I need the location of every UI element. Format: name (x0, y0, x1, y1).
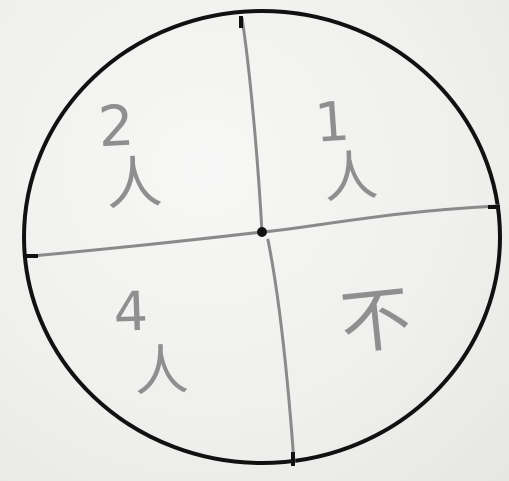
region-label-top-right: 1 人 (313, 88, 380, 211)
label-char: 2 (97, 94, 136, 161)
region-label-bottom-right: 不 (336, 277, 414, 366)
divider-bottom (268, 240, 294, 462)
region-label-top-left: 2 人 (97, 92, 164, 218)
label-char: 4 (113, 280, 150, 344)
region-label-bottom-left: 4 人 (113, 278, 190, 403)
divider-top (242, 18, 262, 232)
divider-right (262, 206, 498, 232)
label-char: 人 (321, 144, 379, 211)
center-dot (257, 227, 267, 237)
label-char: 人 (133, 338, 189, 403)
label-char: 人 (104, 150, 163, 218)
divider-left (32, 232, 262, 256)
